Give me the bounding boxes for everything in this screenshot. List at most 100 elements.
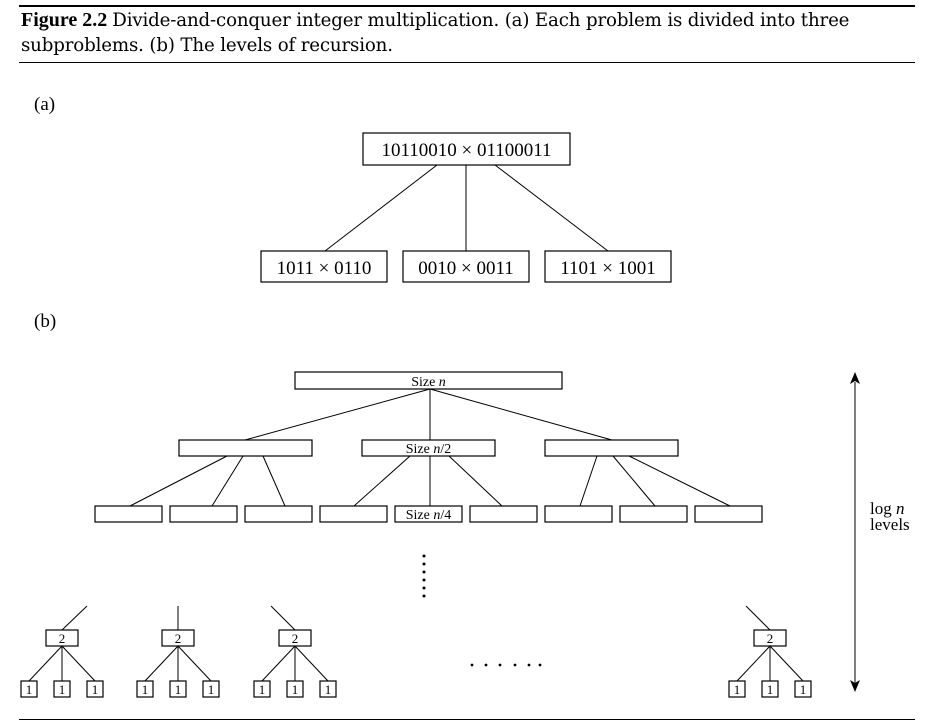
level1-box bbox=[361, 439, 496, 457]
leaf-parent-value: 2 bbox=[767, 631, 774, 646]
leaf-box bbox=[253, 680, 271, 698]
edge-line bbox=[28, 645, 63, 682]
caption-rule bbox=[19, 62, 915, 63]
size-variable: n bbox=[433, 508, 440, 523]
leaf-value: 1 bbox=[767, 682, 774, 697]
levels-word: levels bbox=[870, 515, 910, 534]
edge-line bbox=[353, 455, 411, 507]
size-suffix: /4 bbox=[440, 508, 451, 523]
leaf-value: 1 bbox=[142, 682, 149, 697]
edge-line bbox=[61, 645, 96, 682]
ellipsis-dot bbox=[422, 586, 426, 590]
subproblem-box bbox=[544, 250, 672, 283]
leaf-value: 1 bbox=[800, 682, 807, 697]
part-a-label: (a) bbox=[34, 94, 55, 115]
part-b-label: (b) bbox=[34, 311, 56, 332]
edge-line bbox=[612, 455, 656, 507]
caption-text: Divide-and-conquer integer multiplicatio… bbox=[21, 10, 850, 56]
bottom-rule bbox=[19, 719, 915, 720]
leaf-value: 1 bbox=[26, 682, 33, 697]
edge-line bbox=[448, 455, 503, 507]
leaf-value: 1 bbox=[325, 682, 332, 697]
leaf-box bbox=[202, 680, 220, 698]
leaf-value: 1 bbox=[208, 682, 215, 697]
edge-line bbox=[244, 388, 431, 441]
edge-line bbox=[769, 645, 804, 682]
edge-line bbox=[129, 455, 228, 507]
edge-line bbox=[745, 605, 771, 631]
leaf-value: 1 bbox=[292, 682, 299, 697]
edge-line bbox=[628, 455, 731, 507]
level1-size-label: Size n/2 bbox=[406, 442, 452, 457]
leaf-parent-value: 2 bbox=[175, 631, 182, 646]
subproblem-label: 1101 × 1001 bbox=[560, 258, 656, 279]
root-multiplication-box bbox=[362, 132, 571, 166]
ellipsis-dot bbox=[422, 578, 426, 582]
level2-size-label: Size n/4 bbox=[406, 508, 452, 523]
log-variable: n bbox=[896, 499, 905, 518]
ellipsis-dot bbox=[484, 663, 488, 667]
level1-box bbox=[178, 439, 313, 457]
size-variable: n bbox=[433, 442, 440, 457]
size-prefix: Size bbox=[406, 508, 434, 523]
figure-number: Figure 2.2 bbox=[21, 9, 108, 31]
edge-line bbox=[429, 388, 613, 441]
level2-box bbox=[694, 505, 763, 523]
edge-line bbox=[61, 605, 88, 631]
arrowhead-down bbox=[850, 680, 860, 692]
leaf-value: 1 bbox=[92, 682, 99, 697]
leaf-parent-value: 2 bbox=[292, 631, 299, 646]
edge-line bbox=[261, 645, 296, 682]
size-prefix: Size bbox=[406, 442, 434, 457]
subproblem-label: 0010 × 0011 bbox=[418, 258, 514, 279]
subproblem-edge bbox=[324, 164, 438, 252]
subproblem-label: 1011 × 0110 bbox=[277, 258, 372, 279]
level2-box bbox=[619, 505, 688, 523]
subproblem-box bbox=[402, 250, 530, 283]
part-a-tree: (a) 10110010 × 01100011 1011 × 0110 0010 × … bbox=[34, 94, 672, 283]
leaf-value: 1 bbox=[734, 682, 741, 697]
figure-caption: Figure 2.2 Divide-and-conquer integer mu… bbox=[21, 8, 916, 58]
size-suffix: /2 bbox=[440, 442, 451, 457]
edge-line bbox=[579, 455, 598, 507]
level2-box bbox=[169, 505, 238, 523]
root-multiplication: 10110010 × 01100011 bbox=[381, 140, 551, 161]
leaf-box bbox=[761, 680, 779, 698]
edge-line bbox=[294, 645, 329, 682]
leaf-box bbox=[728, 680, 746, 698]
leaf-value: 1 bbox=[259, 682, 266, 697]
level2-box bbox=[244, 505, 313, 523]
leaf-box bbox=[794, 680, 812, 698]
leaf-value: 1 bbox=[175, 682, 182, 697]
ellipsis-dot bbox=[422, 554, 426, 558]
size-variable: n bbox=[439, 375, 446, 390]
leaf-box bbox=[169, 680, 187, 698]
ellipsis-dot bbox=[422, 594, 426, 598]
ellipsis-dot bbox=[538, 663, 542, 667]
subproblem-box bbox=[260, 250, 388, 283]
leaf-box bbox=[53, 680, 71, 698]
root-size-label: Size n bbox=[411, 375, 446, 390]
log-word: log bbox=[870, 499, 896, 518]
ellipsis-dot bbox=[527, 663, 531, 667]
edge-line bbox=[262, 455, 286, 507]
arrowhead-up bbox=[850, 372, 860, 384]
level2-box bbox=[94, 505, 163, 523]
leaf-box bbox=[86, 680, 104, 698]
level1-box bbox=[544, 439, 679, 457]
ellipsis-dot bbox=[498, 663, 502, 667]
subproblem-edge bbox=[494, 164, 609, 252]
ellipsis-dot bbox=[513, 663, 517, 667]
root-size-box bbox=[294, 371, 563, 390]
edge-line bbox=[211, 455, 244, 507]
edge-line bbox=[736, 645, 771, 682]
level2-box bbox=[319, 505, 388, 523]
leaf-box bbox=[20, 680, 38, 698]
leaf-parent-value: 2 bbox=[59, 631, 66, 646]
level2-box bbox=[469, 505, 538, 523]
ellipsis-dot bbox=[422, 562, 426, 566]
leaf-box bbox=[286, 680, 304, 698]
leaf-box bbox=[136, 680, 154, 698]
